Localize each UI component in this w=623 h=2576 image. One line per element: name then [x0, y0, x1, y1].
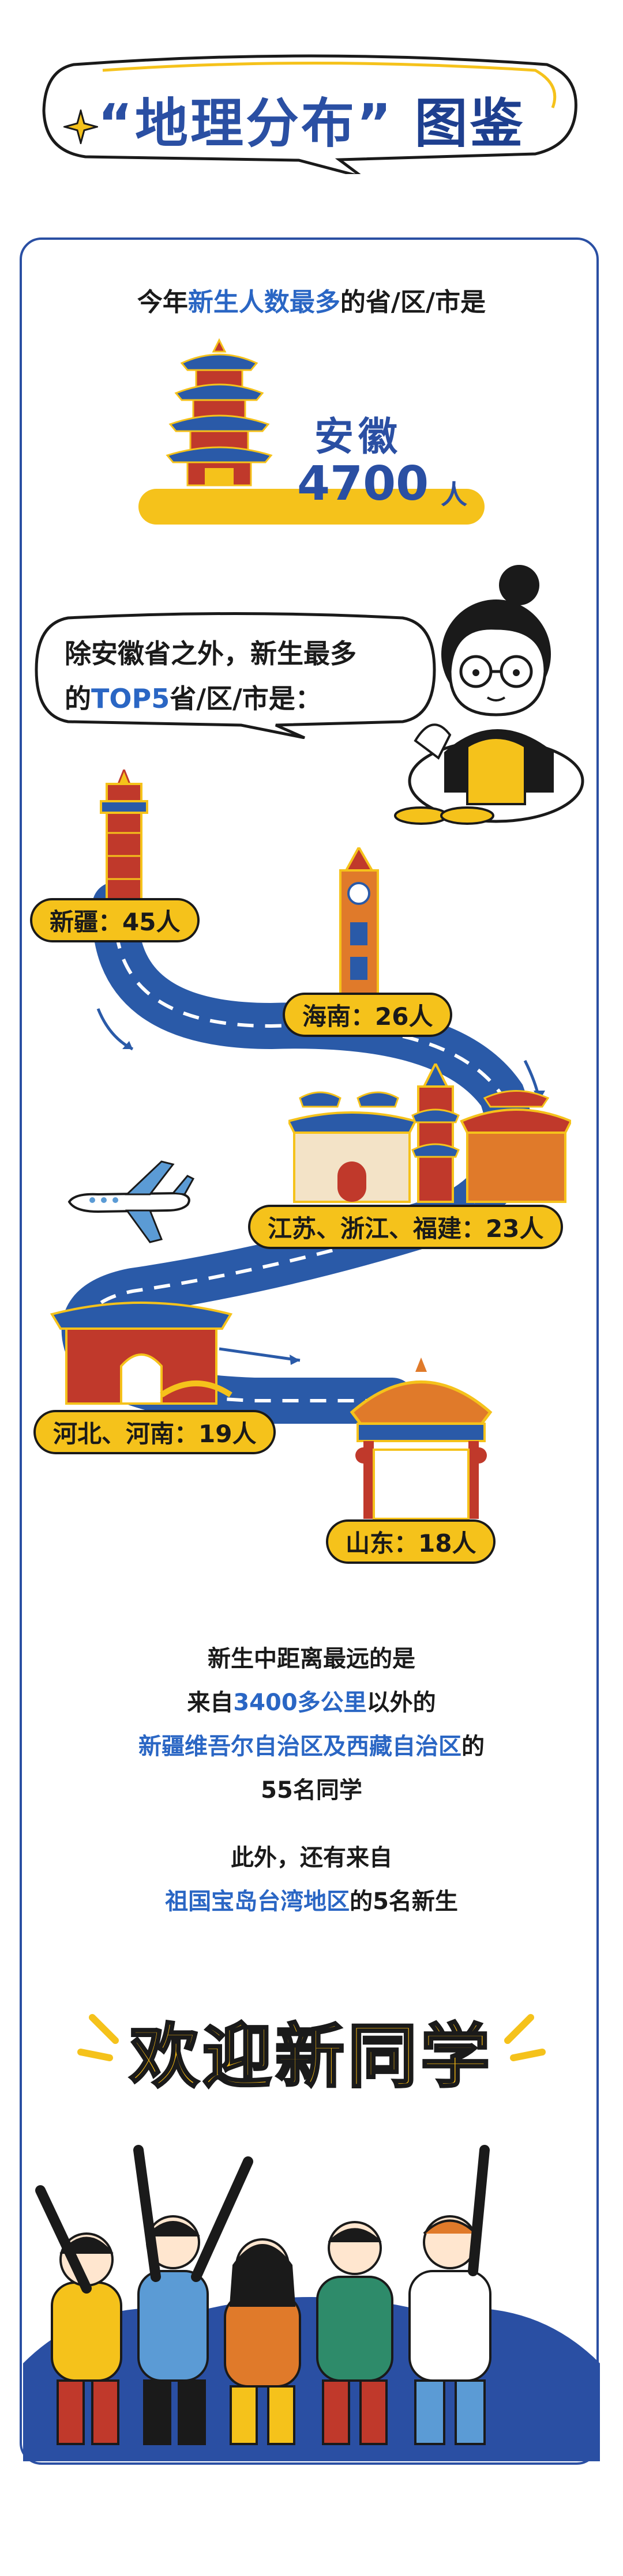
gate-icon: [50, 1302, 233, 1405]
top5-label-hebei-henan: 河北、河南：19人: [33, 1410, 276, 1454]
palace-icon: [288, 1063, 571, 1203]
welcome-rays: [77, 2014, 546, 2061]
taiwan-fact: 此外，还有来自 祖国宝岛台湾地区的5名新生: [165, 1845, 458, 1915]
girl-with-glasses-icon: [394, 565, 584, 825]
top5-label-jiangsu-zhejiang-fujian: 江苏、浙江、福建：23人: [248, 1205, 564, 1249]
top5-label-hainan: 海南：26人: [283, 993, 453, 1037]
sparkle-icon: [63, 110, 98, 144]
students-group-icon: [23, 2145, 600, 2461]
speech-text: 除安徽省之外，新生最多 的TOP5省/区/市是：: [65, 638, 356, 714]
top-province-count: 4700: [297, 457, 429, 511]
top-province-name: 安徽: [314, 414, 403, 460]
title-bubble: [42, 54, 577, 174]
speech-bubble: [35, 612, 436, 739]
pagoda-icon: [138, 338, 485, 525]
welcome-title: 欢迎新同学: [129, 2016, 493, 2098]
top5-label-xinjiang: 新疆：45人: [30, 898, 200, 942]
airplane-icon: [67, 1160, 195, 1243]
distance-fact: 新生中距离最远的是 来自3400多公里以外的 新疆维吾尔自治区及西藏自治区的 5…: [138, 1646, 485, 1804]
top5-label-shandong: 山东：18人: [326, 1519, 496, 1564]
top-province-heading: 今年新生人数最多的省/区/市是: [137, 288, 486, 317]
clock-tower-icon: [339, 847, 379, 995]
page-title: “地理分布” 图鉴: [97, 93, 526, 154]
pavilion-icon: [350, 1357, 493, 1520]
top-province-unit: 人: [441, 479, 467, 510]
tower-icon: [100, 770, 148, 912]
